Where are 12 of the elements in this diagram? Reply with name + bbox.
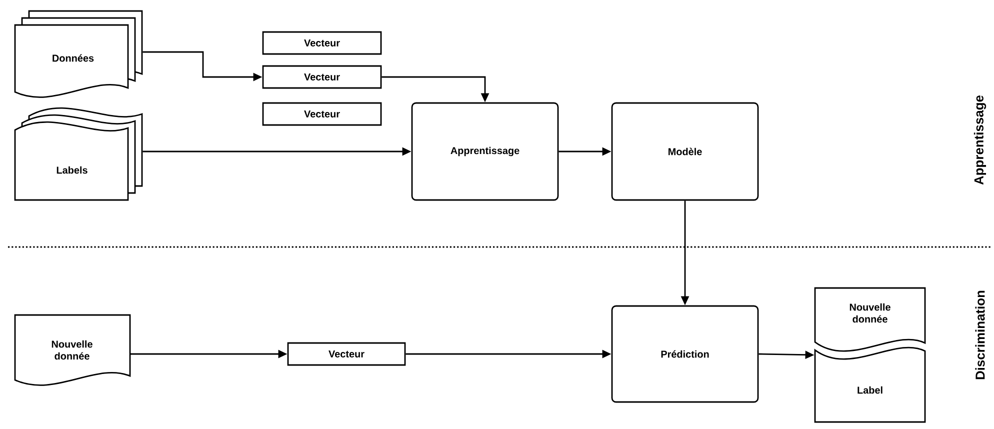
vector-box: Vecteur bbox=[262, 65, 382, 89]
vector-box: Vecteur bbox=[262, 31, 382, 55]
node-label: Nouvelle donnée bbox=[850, 303, 890, 323]
document-stack: Labels bbox=[14, 107, 143, 201]
vector-box: Vecteur bbox=[287, 342, 406, 366]
section-label: Apprentissage bbox=[974, 95, 986, 185]
process-box: Prédiction bbox=[611, 305, 759, 403]
process-box: Apprentissage bbox=[411, 102, 559, 201]
document-stack: Données bbox=[14, 10, 143, 98]
process-box: Modèle bbox=[611, 102, 759, 201]
vector-box: Vecteur bbox=[262, 102, 382, 126]
section-label: Discrimination bbox=[975, 290, 985, 380]
